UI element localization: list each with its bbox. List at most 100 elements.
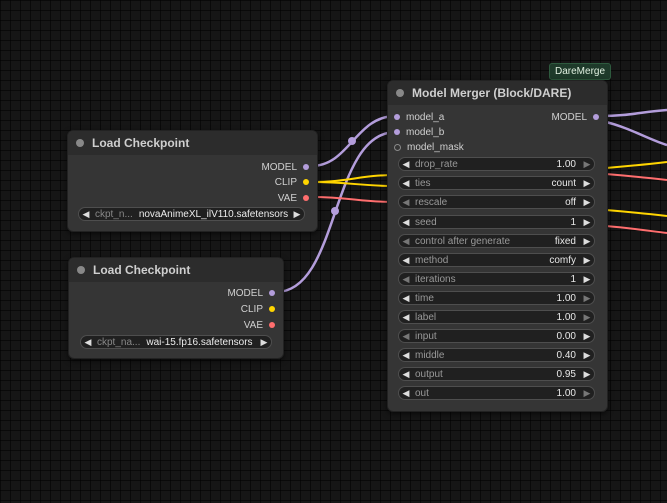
arrow-left-icon[interactable]: ◀: [402, 254, 410, 265]
output-vae[interactable]: VAE: [278, 191, 309, 205]
output-clip[interactable]: CLIP: [241, 302, 275, 316]
arrow-left-icon[interactable]: ◀: [402, 273, 410, 284]
ckpt-name-combo[interactable]: ◀ ckpt_n... novaAnimeXL_ilV110.safetenso…: [78, 207, 305, 221]
model-slot-icon[interactable]: [394, 129, 400, 135]
wire-clip[interactable]: [310, 181, 397, 187]
widget-out-block[interactable]: ◀ out 1.00 ▶: [398, 386, 595, 400]
widget-label: out: [415, 387, 429, 399]
wire-model-out[interactable]: [599, 108, 667, 118]
arrow-left-icon[interactable]: ◀: [402, 216, 410, 227]
widget-label-block[interactable]: ◀ label 1.00 ▶: [398, 310, 595, 324]
arrow-right-icon[interactable]: ▶: [583, 330, 591, 341]
arrow-right-icon[interactable]: ▶: [583, 349, 591, 360]
output-label: MODEL: [261, 161, 297, 173]
arrow-left-icon[interactable]: ◀: [84, 336, 92, 347]
vae-slot-icon[interactable]: [269, 322, 275, 328]
output-label: VAE: [277, 192, 297, 204]
clip-slot-icon[interactable]: [303, 179, 309, 185]
mask-slot-icon[interactable]: [394, 143, 401, 151]
arrow-left-icon[interactable]: ◀: [82, 208, 90, 219]
wire-vae-out[interactable]: [605, 225, 667, 234]
arrow-right-icon[interactable]: ▶: [260, 336, 268, 347]
arrow-right-icon[interactable]: ▶: [583, 292, 591, 303]
arrow-left-icon[interactable]: ◀: [402, 368, 410, 379]
arrow-right-icon[interactable]: ▶: [583, 273, 591, 284]
arrow-right-icon[interactable]: ▶: [293, 208, 301, 219]
model-merger-node[interactable]: Model Merger (Block/DARE) model_a model_…: [387, 80, 608, 412]
output-clip[interactable]: CLIP: [275, 175, 309, 189]
arrow-left-icon[interactable]: ◀: [402, 177, 410, 188]
output-model[interactable]: MODEL: [551, 110, 599, 124]
output-model[interactable]: MODEL: [227, 286, 275, 300]
wire-reroute-dot[interactable]: [348, 137, 356, 145]
widget-rescale[interactable]: ◀ rescale off ▶: [398, 195, 595, 209]
collapse-dot-icon[interactable]: [77, 266, 85, 274]
arrow-right-icon[interactable]: ▶: [583, 368, 591, 379]
input-label: model_b: [406, 126, 445, 138]
widget-ties[interactable]: ◀ ties count ▶: [398, 176, 595, 190]
wire-vae[interactable]: [310, 196, 397, 203]
wire-model-a[interactable]: [310, 114, 397, 168]
collapse-dot-icon[interactable]: [76, 139, 84, 147]
model-slot-icon[interactable]: [303, 164, 309, 170]
widget-time[interactable]: ◀ time 1.00 ▶: [398, 291, 595, 305]
arrow-left-icon[interactable]: ◀: [402, 196, 410, 207]
input-model-mask[interactable]: model_mask: [394, 140, 464, 154]
widget-value: 0.00: [556, 330, 576, 342]
arrow-right-icon[interactable]: ▶: [583, 158, 591, 169]
widget-value: 1.00: [556, 292, 576, 304]
load-checkpoint-node-1[interactable]: Load Checkpoint MODEL CLIP VAE ◀ ckpt_n.…: [67, 130, 318, 232]
widget-middle-block[interactable]: ◀ middle 0.40 ▶: [398, 348, 595, 362]
wire-model-out[interactable]: [605, 120, 667, 147]
node-header[interactable]: Load Checkpoint: [69, 258, 283, 282]
arrow-right-icon[interactable]: ▶: [583, 235, 591, 246]
arrow-left-icon[interactable]: ◀: [402, 330, 410, 341]
arrow-left-icon[interactable]: ◀: [402, 292, 410, 303]
arrow-right-icon[interactable]: ▶: [583, 216, 591, 227]
model-slot-icon[interactable]: [269, 290, 275, 296]
widget-label: drop_rate: [415, 158, 458, 170]
input-model-a[interactable]: model_a: [394, 110, 444, 124]
collapse-dot-icon[interactable]: [396, 89, 404, 97]
model-slot-icon[interactable]: [593, 114, 599, 120]
widget-iterations[interactable]: ◀ iterations 1 ▶: [398, 272, 595, 286]
ckpt-name-combo[interactable]: ◀ ckpt_na... wai-15.fp16.safetensors ▶: [80, 335, 272, 349]
widget-value: 1.00: [556, 311, 576, 323]
node-header[interactable]: Load Checkpoint: [68, 131, 317, 155]
arrow-left-icon[interactable]: ◀: [402, 387, 410, 398]
widget-output-block[interactable]: ◀ output 0.95 ▶: [398, 367, 595, 381]
widget-label: middle: [415, 349, 445, 361]
wire-clip-out[interactable]: [605, 209, 667, 217]
arrow-left-icon[interactable]: ◀: [402, 235, 410, 246]
arrow-right-icon[interactable]: ▶: [583, 387, 591, 398]
widget-control-after-generate[interactable]: ◀ control after generate fixed ▶: [398, 234, 595, 248]
arrow-right-icon[interactable]: ▶: [583, 196, 591, 207]
widget-label: seed: [415, 216, 437, 228]
widget-drop-rate[interactable]: ◀ drop_rate 1.00 ▶: [398, 157, 595, 171]
load-checkpoint-node-2[interactable]: Load Checkpoint MODEL CLIP VAE ◀ ckpt_na…: [68, 257, 284, 359]
output-vae[interactable]: VAE: [244, 318, 275, 332]
arrow-left-icon[interactable]: ◀: [402, 158, 410, 169]
arrow-right-icon[interactable]: ▶: [583, 254, 591, 265]
widget-label: time: [415, 292, 434, 304]
vae-slot-icon[interactable]: [303, 195, 309, 201]
input-model-b[interactable]: model_b: [394, 125, 444, 139]
wire-clip[interactable]: [310, 174, 397, 183]
arrow-right-icon[interactable]: ▶: [583, 177, 591, 188]
output-model[interactable]: MODEL: [261, 160, 309, 174]
model-slot-icon[interactable]: [394, 114, 400, 120]
wire-vae-out[interactable]: [605, 173, 667, 181]
wire-reroute-dot[interactable]: [331, 207, 339, 215]
widget-seed[interactable]: ◀ seed 1 ▶: [398, 215, 595, 229]
output-label: VAE: [243, 319, 263, 331]
clip-slot-icon[interactable]: [269, 306, 275, 312]
arrow-left-icon[interactable]: ◀: [402, 311, 410, 322]
output-label: MODEL: [551, 111, 587, 123]
combo-label: ckpt_n...: [95, 208, 133, 220]
wire-clip-out[interactable]: [605, 161, 667, 169]
arrow-left-icon[interactable]: ◀: [402, 349, 410, 360]
node-header[interactable]: Model Merger (Block/DARE): [388, 81, 607, 105]
arrow-right-icon[interactable]: ▶: [583, 311, 591, 322]
widget-input-block[interactable]: ◀ input 0.00 ▶: [398, 329, 595, 343]
widget-method[interactable]: ◀ method comfy ▶: [398, 253, 595, 267]
